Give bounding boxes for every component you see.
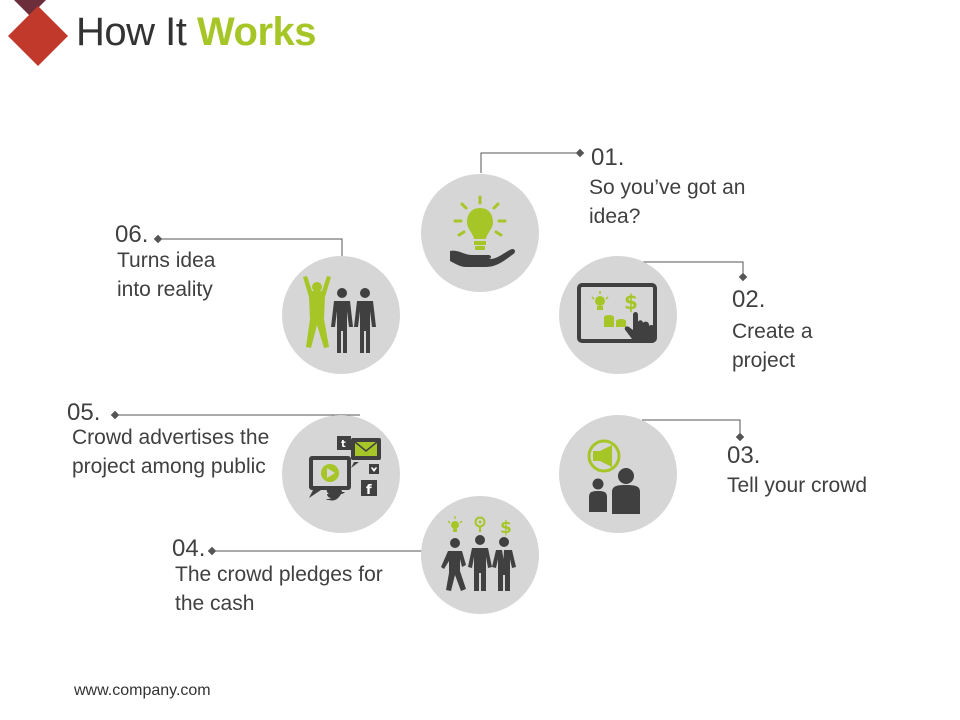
social-media-icon: t f [309,436,381,501]
step-text-01: So you’ve got an idea? [589,176,746,228]
people-ideas-money-icon: $ [441,516,516,591]
step-circle-03 [559,415,677,533]
step-number-06: 06. [115,221,149,248]
step-text-02: Create a project [732,320,813,372]
step-text-06: Turns idea into reality [117,249,216,301]
step-text-05: Crowd advertises the project among publi… [72,426,270,478]
connector-04-dot [207,546,217,556]
step-text-04: The crowd pledges for the cash [175,563,383,615]
logo-diamonds [8,0,68,66]
connector-03-dot [735,432,745,442]
tablet-touch-icon: $ [577,283,657,343]
step-number-05: 05. [67,399,101,426]
page-title-lead: How It Works [76,10,317,54]
step-text-03: Tell your crowd [727,474,868,497]
svg-text:f: f [366,483,372,498]
step-circle-04: $ [421,496,539,614]
lightbulb-in-hand-icon [450,195,515,267]
footer-url[interactable]: www.company.com [74,682,211,699]
step-circle-02: $ [559,256,677,374]
step-number-04: 04. [172,535,206,562]
connector-06 [158,238,343,256]
step-circle-05: t f [282,415,400,533]
connector-05-dot [110,410,120,420]
connector-03 [642,419,741,437]
page-title: How It Works [76,10,317,55]
celebrating-people-icon [303,276,376,353]
step-number-01: 01. [591,144,625,171]
connector-02 [642,261,744,277]
logo-diamond-top [14,0,46,16]
step-number-03: 03. [727,442,761,469]
logo-diamond-main [8,6,68,66]
connector-06-dot [153,234,163,244]
connector-02-dot [738,272,748,282]
svg-text:$: $ [500,518,512,538]
megaphone-crowd-icon [587,439,640,514]
step-circle-01 [421,174,539,292]
connector-01-dot [575,148,585,158]
svg-text:$: $ [624,290,638,314]
svg-text:t: t [341,439,346,450]
step-number-02: 02. [732,286,766,313]
connector-01 [480,152,580,173]
step-circle-06 [282,256,400,374]
